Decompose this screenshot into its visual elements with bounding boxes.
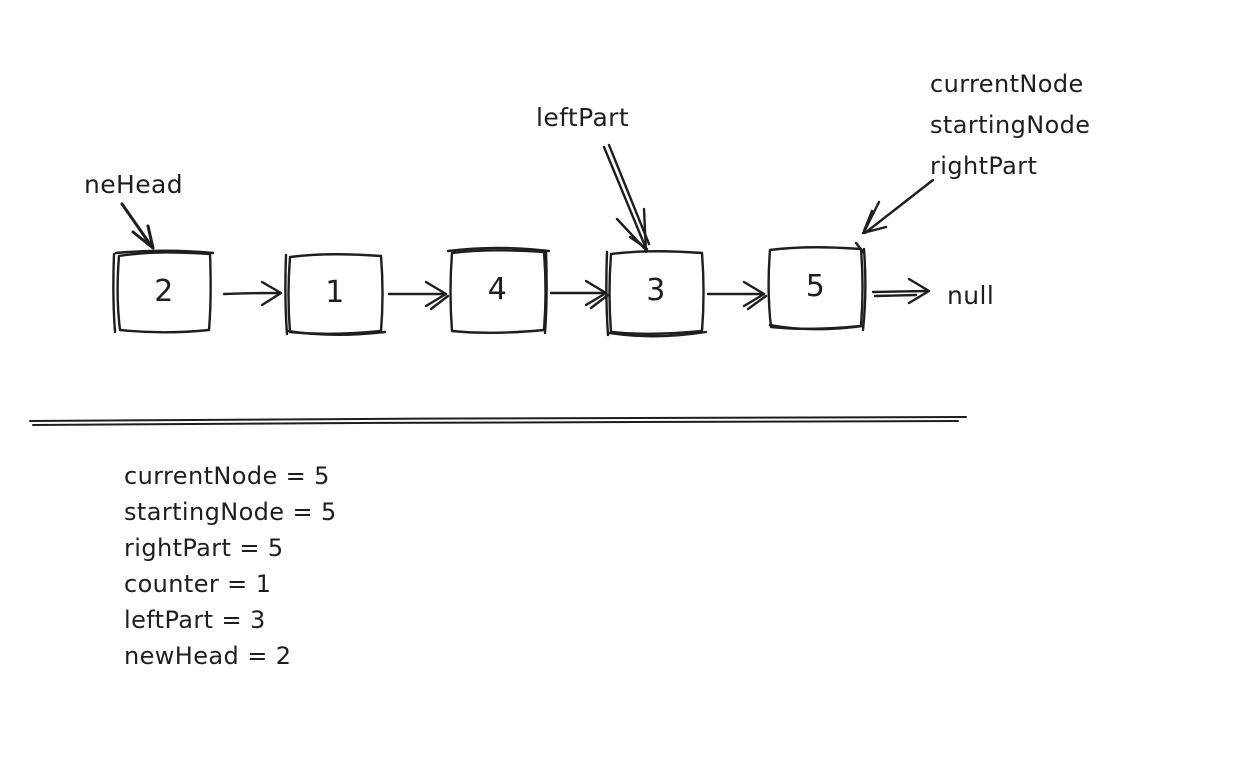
left-part-arrow [602, 143, 651, 254]
pointer-label-currentnode: currentNode [930, 70, 1084, 98]
pointer-label-leftpart: leftPart [536, 103, 630, 132]
node-box-4 [446, 246, 551, 335]
new-head-arrow [120, 202, 155, 250]
node-value-2: 2 [154, 274, 174, 309]
link-arrow-3-5 [706, 280, 768, 311]
pointer-label-newhead: neHead [84, 170, 183, 199]
link-arrow-1-4 [387, 280, 450, 311]
state-line-currentnode: currentNode = 5 [124, 462, 330, 490]
link-arrow-4-3 [549, 279, 610, 310]
node-box-5 [767, 241, 867, 332]
pointer-label-startingnode: startingNode [930, 111, 1091, 139]
state-line-newhead: newHead = 2 [124, 642, 292, 670]
node-value-1: 1 [325, 275, 345, 310]
pointer-label-rightpart: rightPart [930, 152, 1038, 180]
state-line-startingnode: startingNode = 5 [124, 498, 337, 526]
state-line-leftpart: leftPart = 3 [124, 606, 266, 634]
node-box-1 [284, 253, 387, 337]
node-box-2 [112, 249, 215, 334]
node-value-5: 5 [805, 269, 826, 304]
variable-state-block: currentNode = 5 startingNode = 5 rightPa… [124, 458, 337, 674]
state-line-rightpart: rightPart = 5 [124, 534, 284, 562]
state-line-counter: counter = 1 [124, 570, 272, 598]
link-arrow-2-1 [222, 280, 283, 307]
null-arrow [871, 277, 931, 305]
right-group-arrow [861, 178, 935, 235]
divider-line [29, 416, 967, 426]
node-value-3: 3 [646, 273, 666, 308]
node-value-4: 4 [487, 272, 508, 307]
right-pointer-label-group: currentNode startingNode rightPart [930, 64, 1090, 187]
null-label: null [947, 281, 995, 310]
